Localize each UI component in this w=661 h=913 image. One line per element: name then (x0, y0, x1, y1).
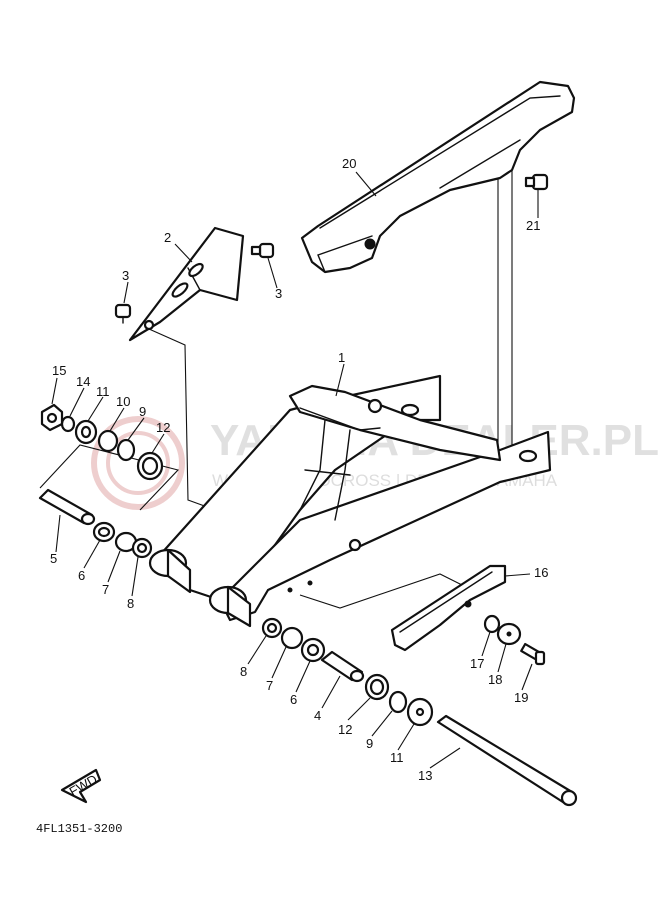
callout-8-top: 8 (127, 596, 134, 611)
seal-part-8-bottom (261, 617, 283, 639)
callout-12-bottom: 12 (338, 722, 352, 737)
spacer-part-4 (320, 650, 365, 683)
callout-14: 14 (76, 374, 90, 389)
bearing-part-7-bottom (280, 626, 304, 650)
callout-9-top: 9 (139, 404, 146, 419)
bolt-part-21 (524, 173, 549, 191)
guard-plate-part-2 (128, 226, 245, 342)
callout-13: 13 (418, 768, 432, 783)
callout-20: 20 (342, 156, 356, 171)
bushing-part-11-bottom (406, 697, 434, 727)
diagram-code: 4FL1351-3200 (36, 822, 122, 836)
callout-12-top: 12 (156, 420, 170, 435)
forward-arrow-icon: FWD (60, 768, 102, 804)
seal-part-12-top (136, 451, 164, 481)
washer-part-10 (97, 429, 119, 453)
bolt-part-3-left (114, 303, 132, 324)
callout-16: 16 (534, 565, 548, 580)
seal-part-8-top (131, 537, 153, 559)
bolt-part-3-right (250, 242, 275, 259)
callout-numbers: 1 2 3 3 4 5 6 6 7 7 8 8 9 9 10 11 11 12 … (50, 156, 548, 783)
callout-9-bottom: 9 (366, 736, 373, 751)
callout-11-top: 11 (96, 384, 110, 399)
bolt-part-19 (520, 642, 546, 666)
collar-part-17 (483, 614, 501, 634)
callout-18: 18 (488, 672, 502, 687)
callout-7-top: 7 (102, 582, 109, 597)
callout-6-bottom: 6 (290, 692, 297, 707)
washer-part-14 (60, 415, 76, 433)
chain-support-part-16 (390, 564, 507, 652)
callout-1: 1 (338, 350, 345, 365)
callout-5: 5 (50, 551, 57, 566)
callout-7-bottom: 7 (266, 678, 273, 693)
callout-leaders (51, 171, 539, 769)
callout-3-right: 3 (275, 286, 282, 301)
pivot-shaft-part-13 (436, 714, 578, 807)
washer-part-9-bottom (388, 690, 408, 714)
bushing-part-11-top (74, 419, 98, 445)
callout-8-bottom: 8 (240, 664, 247, 679)
callout-11-bottom: 11 (390, 750, 404, 765)
washer-part-9-top (116, 438, 136, 462)
callout-19: 19 (514, 690, 528, 705)
callout-10: 10 (116, 394, 130, 409)
bearing-part-6-top (92, 521, 116, 543)
assembly-leaders (39, 168, 513, 609)
seal-part-12-bottom (364, 673, 390, 701)
spacer-part-5 (38, 488, 96, 526)
callout-4: 4 (314, 708, 321, 723)
callout-2: 2 (164, 230, 171, 245)
callout-15: 15 (52, 363, 66, 378)
callout-3-left: 3 (122, 268, 129, 283)
washer-part-18 (496, 622, 522, 646)
callout-21: 21 (526, 218, 540, 233)
chain-case-part-20 (300, 80, 576, 274)
nut-part-15 (40, 403, 64, 432)
rear-arm-part-1 (148, 374, 552, 628)
callout-17: 17 (470, 656, 484, 671)
bearing-part-6-bottom (300, 637, 326, 663)
callout-6-top: 6 (78, 568, 85, 583)
